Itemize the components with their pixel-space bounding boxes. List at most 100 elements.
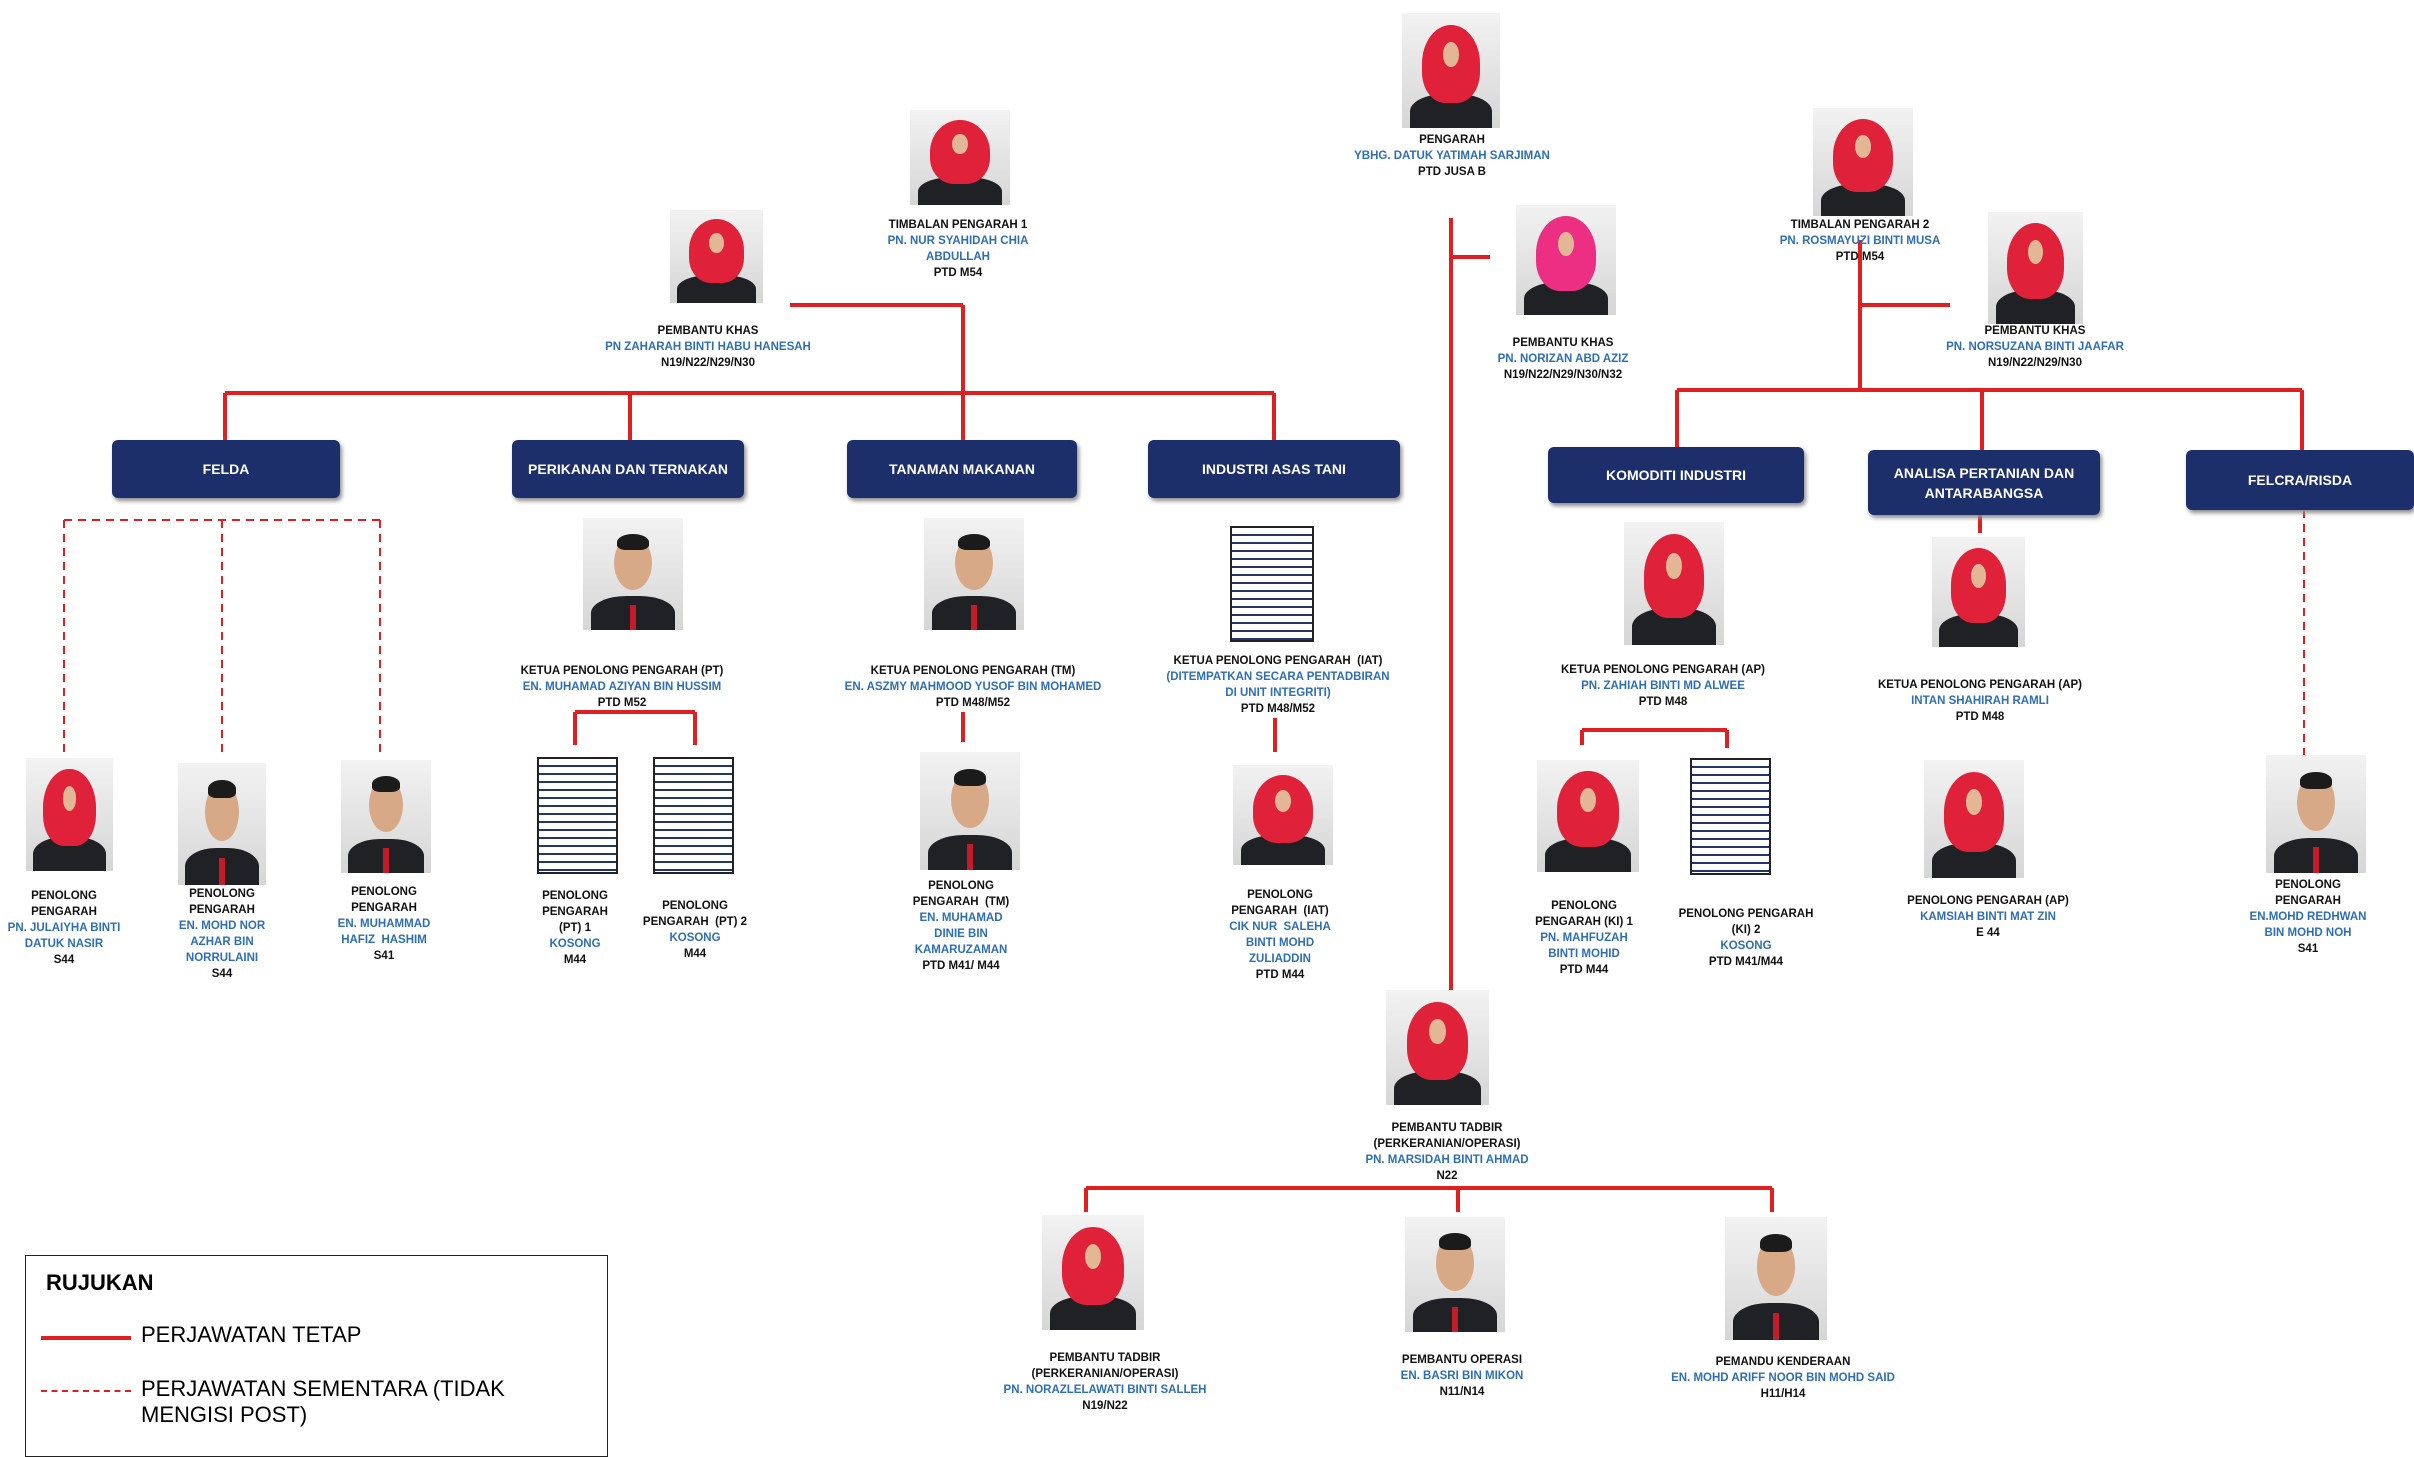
portrait-photo [341, 760, 431, 873]
person-name: (DITEMPATKAN SECARA PENTADBIRAN DI UNIT … [1166, 671, 1390, 699]
role-title: PENOLONG PENGARAH (IAT) [1231, 889, 1329, 917]
person-name: PN. MARSIDAH BINTI AHMAD [1365, 1154, 1529, 1166]
person-label-pk3: PEMBANTU KHAS PN. NORSUZANA BINTI JAAFAR N… [1946, 323, 2124, 371]
role-title: PENOLONG PENGARAH (KI) 1 [1535, 900, 1633, 928]
grade-code: PTD M44 [1559, 964, 1609, 976]
grade-code: N19/N22/N29/N30 [661, 357, 755, 369]
person-name: PN. JULAIYHA BINTI DATUK NASIR [7, 922, 121, 950]
person-name: EN. MUHAMMAD HAFIZ HASHIM [337, 918, 431, 946]
person-label-kpp-ap1: KETUA PENOLONG PENGARAH (AP)PN. ZAHIAH B… [1561, 662, 1765, 710]
grade-code: PTD M44 [1255, 969, 1305, 981]
person-label-tp1: TIMBALAN PENGARAH 1 PN. NUR SYAHIDAH CHIA… [888, 217, 1029, 281]
portrait-photo [1537, 760, 1639, 872]
person-name: EN. MOHD NOR AZHAR BIN NORRULAINI [178, 920, 266, 964]
person-label-pengarah: PENGARAH YBHG. DATUK YATIMAH SARJIMAN PTD … [1354, 132, 1550, 180]
role-title: TIMBALAN PENGARAH 2 [1790, 219, 1930, 231]
grade-code: PTD JUSA B [1418, 166, 1486, 178]
person-name: PN. NORSUZANA BINTI JAAFAR [1946, 341, 2124, 353]
person-label-kpp-pt: KETUA PENOLONG PENGARAH (PT)EN. MUHAMAD … [521, 663, 724, 711]
role-title: PENOLONG PENGARAH (TM) [912, 880, 1010, 908]
grade-code: M44 [563, 954, 587, 966]
division-box-1: PERIKANAN DAN TERNAKAN [512, 440, 744, 498]
portrait-photo [920, 752, 1020, 870]
grade-code: H11/H14 [1760, 1388, 1806, 1400]
role-title: PEMBANTU TADBIR (PERKERANIAN/OPERASI) [1031, 1352, 1179, 1380]
role-title: PENGARAH [1419, 134, 1485, 146]
portrait-photo [1386, 990, 1489, 1105]
role-title: TIMBALAN PENGARAH 1 [888, 219, 1028, 231]
grade-code: N19/N22/N29/N30 [1988, 357, 2082, 369]
portrait-photo [1988, 212, 2083, 324]
division-box-6: FELCRA/RISDA [2186, 450, 2414, 510]
portrait-photo [910, 110, 1010, 205]
portrait-photo [1042, 1215, 1144, 1330]
legend-dashed-line [41, 1390, 131, 1392]
person-name: EN. MOHD ARIFF NOOR BIN MOHD SAID [1671, 1372, 1895, 1384]
grade-code: N11/N14 [1439, 1386, 1485, 1398]
role-title: PENOLONG PENGARAH [31, 890, 97, 918]
grade-code: PTD M48 [1955, 711, 2005, 723]
org-chart-canvas [63, 218, 2305, 1212]
legend-dashed-label: PERJAWATAN SEMENTARA (TIDAK MENGISI POST… [141, 1376, 505, 1427]
vacant-post-placeholder [653, 757, 734, 874]
grade-code: N19/N22 [1082, 1400, 1128, 1412]
role-title: PENOLONG PENGARAH [351, 886, 417, 914]
person-name: CIK NUR SALEHA BINTI MOHD ZULIADDIN [1229, 921, 1331, 965]
role-title: PENOLONG PENGARAH (AP) [1907, 895, 2069, 907]
role-title: KETUA PENOLONG PENGARAH (AP) [1560, 664, 1766, 676]
role-title: PEMBANTU TADBIR (PERKERANIAN/OPERASI) [1373, 1122, 1521, 1150]
grade-code: PTD M41/M44 [1708, 956, 1784, 968]
person-name: PN. NUR SYAHIDAH CHIA ABDULLAH [887, 235, 1029, 263]
division-box-4: KOMODITI INDUSTRI [1548, 447, 1804, 503]
portrait-photo [2266, 755, 2366, 873]
grade-code: S44 [211, 968, 233, 980]
person-name: PN ZAHARAH BINTI HABU HANESAH [605, 341, 811, 353]
grade-code: PTD M52 [597, 697, 647, 709]
grade-code: PTD M48 [1638, 696, 1688, 708]
role-title: KETUA PENOLONG PENGARAH (TM) [870, 665, 1076, 677]
vacant-post-placeholder [1230, 526, 1314, 642]
role-title: PENOLONG PENGARAH (PT) 2 [642, 900, 748, 928]
portrait-photo [1813, 108, 1913, 216]
person-name: PN. NORIZAN ABD AZIZ [1497, 353, 1629, 365]
person-name: EN. BASRI BIN MIKON [1400, 1370, 1524, 1382]
role-title: PEMBANTU KHAS [1984, 325, 2086, 337]
portrait-photo [1405, 1217, 1505, 1332]
grade-code: N19/N22/N29/N30/N32 [1503, 369, 1623, 381]
grade-code: S44 [53, 954, 75, 966]
portrait-photo [1924, 760, 2024, 878]
grade-code: S41 [373, 950, 395, 962]
person-name: YBHG. DATUK YATIMAH SARJIMAN [1354, 150, 1550, 162]
role-title: KETUA PENOLONG PENGARAH (IAT) [1173, 655, 1383, 667]
portrait-photo [178, 763, 266, 885]
grade-code: PTD M48/M52 [1240, 703, 1316, 715]
person-label-kpp-iat: KETUA PENOLONG PENGARAH (IAT) (DITEMPATKA… [1166, 653, 1389, 717]
legend-solid-label: PERJAWATAN TETAP [141, 1322, 362, 1347]
role-title: PENOLONG PENGARAH (PT) 1 [542, 890, 608, 934]
portrait-photo [1516, 205, 1616, 315]
person-label-pt2: PEMBANTU TADBIR (PERKERANIAN/OPERASI)PN.… [1004, 1350, 1207, 1414]
person-name: EN. MUHAMAD AZIYAN BIN HUSSIM [522, 681, 722, 693]
person-name: KAMSIAH BINTI MAT ZIN [1920, 911, 2056, 923]
person-name: PN. ROSMAYUZI BINTI MUSA [1779, 235, 1941, 247]
vacant-post-placeholder [537, 757, 618, 874]
person-label-kpp-ap2: KETUA PENOLONG PENGARAH (AP)INTAN SHAHIR… [1878, 677, 2082, 725]
grade-code: N22 [1436, 1170, 1458, 1182]
person-label-pp-iat: PENOLONG PENGARAH (IAT) CIK NUR SALEHA BI… [1229, 887, 1331, 983]
person-label-pp-tm: PENOLONG PENGARAH (TM)EN. MUHAMAD DINIE … [913, 878, 1009, 974]
portrait-photo [1932, 537, 2025, 647]
portrait-photo [1233, 765, 1333, 865]
person-label-pt-main: PEMBANTU TADBIR (PERKERANIAN/OPERASI) PN.… [1365, 1120, 1528, 1184]
grade-code: PTD M54 [1835, 251, 1885, 263]
role-title: PEMBANTU KHAS [1512, 337, 1614, 349]
legend: RUJUKAN PERJAWATAN TETAP PERJAWATAN SEME… [25, 1255, 608, 1457]
portrait-photo [670, 210, 763, 303]
person-name: EN. ASZMY MAHMOOD YUSOF BIN MOHAMED [844, 681, 1102, 693]
person-label-kpp-tm: KETUA PENOLONG PENGARAH (TM) EN. ASZMY MA… [845, 663, 1102, 711]
